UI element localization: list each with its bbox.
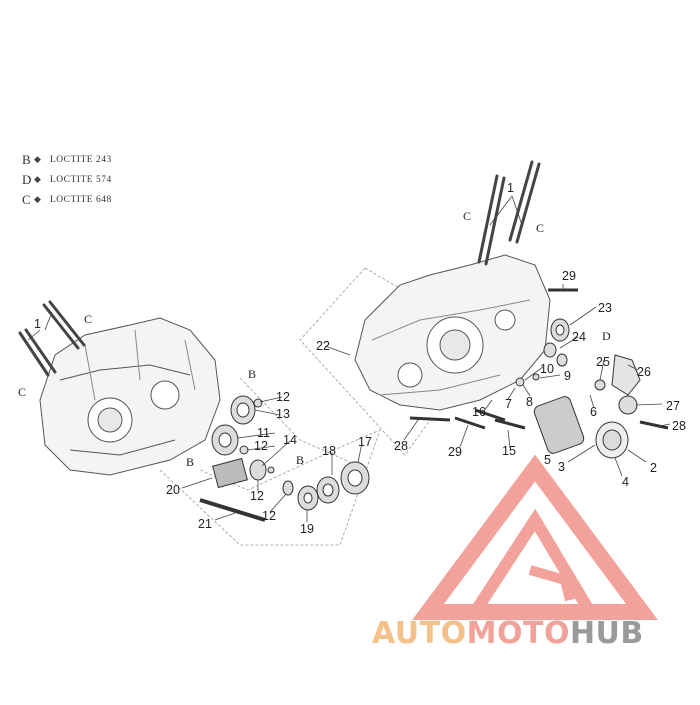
left-crankcase <box>39 317 221 476</box>
callout-11: 11 <box>257 426 270 440</box>
callout-13: 13 <box>276 407 290 421</box>
callout-12-b: 12 <box>254 439 268 453</box>
legend-text: LOCTITE 574 <box>50 175 112 185</box>
left-parts <box>199 395 370 522</box>
callout-14: 14 <box>283 433 297 447</box>
drop-icon: ◆ <box>34 195 41 205</box>
legend-letter: D <box>22 172 32 187</box>
callout-1-right: 1 <box>507 181 514 195</box>
callout-16: 16 <box>472 405 486 419</box>
watermark-part-auto: AUTO <box>372 616 467 651</box>
callout-6: 6 <box>590 405 597 419</box>
threadlocker-marks: C C C C B B B D <box>18 209 611 469</box>
right-crankcase <box>354 254 551 411</box>
mark-b-left: B <box>186 455 194 469</box>
callout-29-bottom: 29 <box>448 445 462 459</box>
callout-12-c: 12 <box>250 489 264 503</box>
mark-c-left-bottom: C <box>18 385 26 399</box>
legend-letter: B <box>22 152 31 167</box>
group-outline-right <box>299 267 431 456</box>
callout-28-right: 28 <box>672 419 686 433</box>
callout-8: 8 <box>526 395 533 409</box>
callout-12-a: 12 <box>276 390 290 404</box>
legend-row-d: D ◆ LOCTITE 574 <box>22 170 112 190</box>
callout-19: 19 <box>300 522 314 536</box>
callout-28-left: 28 <box>394 439 408 453</box>
watermark-part-moto: MOTO <box>466 616 570 651</box>
callout-21: 21 <box>198 517 212 531</box>
callout-18: 18 <box>322 444 336 458</box>
mark-d: D <box>602 329 611 343</box>
callout-20: 20 <box>166 483 180 497</box>
group-outline-left <box>159 377 381 546</box>
threadlocker-legend: B ◆ LOCTITE 243 D ◆ LOCTITE 574 C ◆ LOCT… <box>22 150 112 210</box>
leader-lines <box>27 195 671 522</box>
callout-9: 9 <box>564 369 571 383</box>
watermark-part-hub: HUB <box>569 616 644 651</box>
right-studs <box>477 160 541 266</box>
callout-15: 15 <box>502 444 516 458</box>
watermark-brand-text: AUTOMOTOHUB <box>372 616 644 651</box>
mark-c-left-top: C <box>84 312 92 326</box>
callout-27: 27 <box>666 399 680 413</box>
callout-22: 22 <box>316 339 330 353</box>
callout-26: 26 <box>637 365 651 379</box>
callout-3: 3 <box>558 460 565 474</box>
legend-row-c: C ◆ LOCTITE 648 <box>22 190 112 210</box>
callout-29-top: 29 <box>562 269 576 283</box>
callout-10: 10 <box>540 362 554 376</box>
legend-text: LOCTITE 243 <box>50 155 112 165</box>
callout-23: 23 <box>598 301 612 315</box>
callout-numbers: 1 1 2 3 4 5 6 7 8 9 10 11 12 12 12 12 13… <box>34 181 686 536</box>
callout-25: 25 <box>596 355 610 369</box>
drop-icon: ◆ <box>34 175 41 185</box>
callout-2: 2 <box>650 461 657 475</box>
callout-17: 17 <box>358 435 372 449</box>
mark-c-right-left: C <box>463 209 471 223</box>
mark-b-right: B <box>296 453 304 467</box>
legend-row-b: B ◆ LOCTITE 243 <box>22 150 112 170</box>
watermark-logo <box>412 454 658 620</box>
legend-letter: C <box>22 192 31 207</box>
callout-12-d: 12 <box>262 509 276 523</box>
callout-5: 5 <box>544 453 551 467</box>
legend-text: LOCTITE 648 <box>50 195 112 205</box>
callout-24: 24 <box>572 330 586 344</box>
mark-c-right-right: C <box>536 221 544 235</box>
callout-1-left: 1 <box>34 317 41 331</box>
drop-icon: ◆ <box>34 155 41 165</box>
callout-7: 7 <box>505 397 512 411</box>
left-studs <box>18 300 86 377</box>
callout-4: 4 <box>622 475 629 489</box>
right-parts <box>409 288 669 459</box>
mark-b-top: B <box>248 367 256 381</box>
